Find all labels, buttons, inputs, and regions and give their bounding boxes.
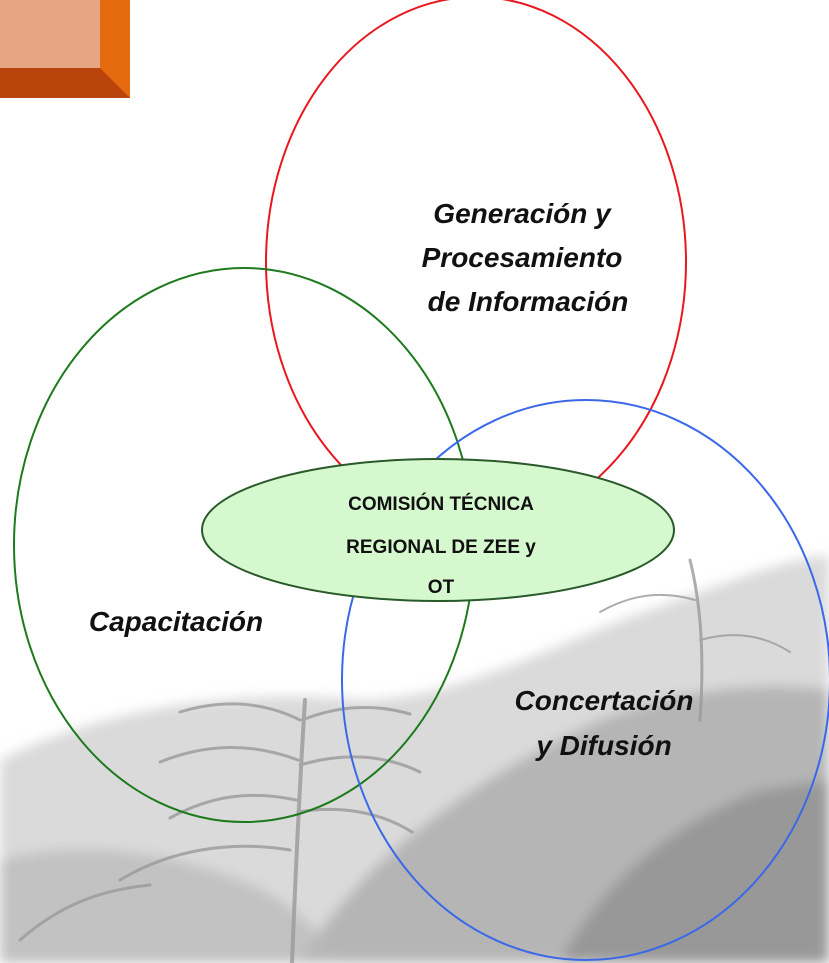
generacion-label: Generación y Procesamiento de Informació… (422, 198, 629, 317)
concertacion-label-line-2: y Difusión (534, 730, 671, 761)
capacitacion-label: Capacitación (89, 606, 263, 637)
center-label-line-2: REGIONAL DE ZEE y (346, 537, 536, 558)
concertacion-ring (341, 399, 829, 961)
concertacion-label: Concertación y Difusión (515, 685, 694, 761)
generacion-label-line-2: Procesamiento (422, 242, 623, 273)
center-ellipse (201, 458, 675, 602)
center-label-line-1: COMISIÓN TÉCNICA (348, 493, 534, 515)
concertacion-label-line-1: Concertación (515, 685, 694, 716)
corner-tab (0, 0, 130, 98)
center-label-line-3: OT (428, 577, 455, 598)
center-label: COMISIÓN TÉCNICA REGIONAL DE ZEE y OT (346, 493, 536, 598)
capacitacion-label-line-1: Capacitación (89, 606, 263, 637)
generacion-label-line-3: de Información (428, 286, 629, 317)
generacion-label-line-1: Generación y (433, 198, 612, 229)
background-photo (0, 555, 829, 963)
